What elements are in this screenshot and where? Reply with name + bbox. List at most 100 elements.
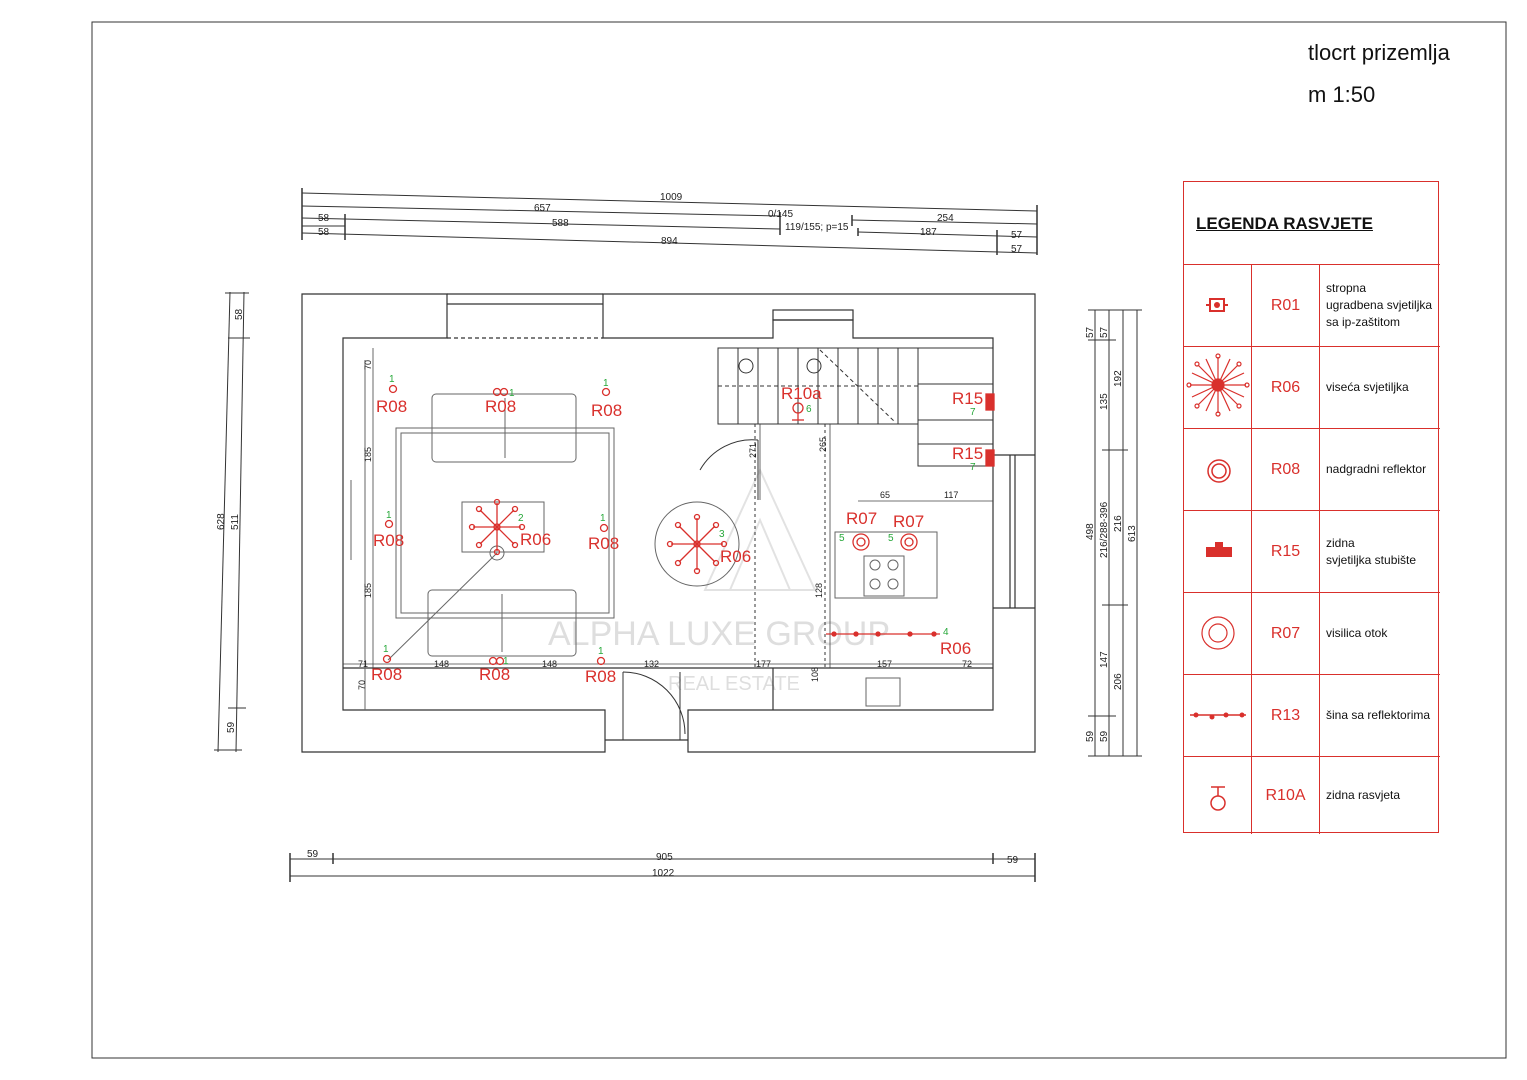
fixture-code: R07 [893, 512, 924, 531]
dim-label: 148 [434, 659, 449, 669]
fixture-code: R07 [846, 509, 877, 528]
surface-spotlight-icon [1184, 429, 1252, 510]
wall-light-icon [1184, 757, 1252, 834]
dim-label: 132 [644, 659, 659, 669]
legend-desc: zidna rasvjeta [1326, 788, 1401, 802]
dim-label: 498 [1085, 523, 1096, 540]
dim-label: 58 [234, 308, 245, 320]
legend-code: R13 [1252, 675, 1320, 756]
fixture-code: R06 [940, 639, 971, 658]
sheet-frame [91, 21, 1507, 1059]
dim-label: 147 [1099, 651, 1110, 668]
dim-label: 271 [748, 443, 758, 458]
fixture-number: 1 [503, 656, 509, 667]
legend-desc: zidna svjetiljka stubište [1326, 535, 1417, 567]
dim-label: 511 [230, 514, 241, 530]
dim-label: 59 [1085, 730, 1096, 742]
island-pendant-icon [852, 533, 870, 551]
dim-label: 628 [216, 513, 227, 530]
dim-label: 265 [818, 437, 828, 452]
dim-label: 57 [1011, 230, 1023, 241]
dim-label: 657 [534, 203, 551, 214]
fixture-number: 1 [600, 513, 606, 524]
legend-desc: šina sa reflektorima [1326, 708, 1431, 722]
pendant-light-icon [666, 513, 728, 575]
legend-desc: visilica otok [1326, 626, 1388, 640]
wall-light-icon [792, 402, 804, 421]
fixture-number: 5 [888, 533, 894, 544]
dim-label: 59 [307, 849, 319, 860]
dim-label: 613 [1127, 525, 1138, 542]
spotlight-icon [495, 656, 505, 666]
staircase [717, 347, 994, 467]
spotlight-icon [499, 387, 509, 397]
dim-label: 58 [318, 227, 330, 238]
spotlight-icon [488, 656, 498, 666]
legend-desc: nadgradni reflektor [1326, 462, 1427, 476]
dim-label: 192 [1113, 370, 1124, 387]
dim-label: 108 [810, 667, 820, 682]
lighting-legend: LEGENDA RASVJETE R01 stropna ugradbena s… [1183, 181, 1440, 834]
pendant-light-icon [468, 498, 526, 556]
fixture-code: R15 [952, 444, 983, 463]
dim-label: 70 [357, 680, 367, 690]
island-pendant-icon [1184, 593, 1252, 674]
dim-label: 119/155; p=15 [785, 222, 849, 233]
drawing-scale: m 1:50 [1308, 82, 1376, 107]
legend-code: R06 [1252, 347, 1320, 428]
fixture-code: R08 [588, 534, 619, 553]
interior-dim-labels: 70 185 185 70 71 148 148 132 177 157 72 … [357, 360, 972, 690]
left-dim-labels: 58 628 511 59 [216, 308, 245, 733]
dim-label: 57 [1099, 326, 1110, 338]
fixture-number: 1 [389, 374, 395, 385]
legend-row: R13 šina sa reflektorima [1184, 674, 1440, 756]
dim-label: 0/145 [768, 209, 793, 220]
spotlight-icon [601, 387, 611, 397]
fixture-code: R15 [952, 389, 983, 408]
dim-label: 57 [1011, 244, 1023, 255]
fixture-number: 1 [598, 646, 604, 657]
dim-label: 59 [1099, 730, 1110, 742]
dim-label: 71 [358, 659, 368, 669]
stair-wall-light-icon [1184, 511, 1252, 592]
fixture-number: 1 [603, 378, 609, 389]
legend-row: R06 viseća svjetiljka [1184, 346, 1440, 428]
fixture-code: R08 [376, 397, 407, 416]
dim-label: 185 [363, 447, 373, 462]
fixture-number: 3 [719, 529, 725, 540]
interior-dim-lines [343, 348, 993, 668]
track-spotlight-icon [826, 631, 940, 637]
legend-code: R01 [1252, 265, 1320, 346]
fixture-number: 7 [970, 462, 976, 473]
furniture [350, 360, 938, 710]
drawing-title: tlocrt prizemlja [1308, 40, 1450, 65]
dim-label: 1009 [660, 192, 683, 203]
legend-row: R07 visilica otok [1184, 592, 1440, 674]
light-symbols [382, 384, 995, 666]
top-dimensions [290, 192, 1038, 877]
fixture-number: 1 [509, 388, 515, 399]
spotlight-icon [382, 654, 392, 664]
fixture-number: 1 [386, 510, 392, 521]
dim-label: 117 [944, 490, 958, 500]
fixture-number: 2 [518, 513, 524, 524]
dim-label: 59 [226, 721, 237, 733]
dim-label: 216/288-396 [1099, 501, 1110, 558]
fixture-code: R06 [720, 547, 751, 566]
fixture-number: 1 [383, 644, 389, 655]
fixture-code: R08 [371, 665, 402, 684]
dim-label: 157 [877, 659, 892, 669]
watermark-sub: REAL ESTATE [668, 673, 800, 695]
spotlight-icon [384, 519, 394, 529]
track-spotlight-icon [1184, 675, 1252, 756]
dim-label: 905 [656, 852, 673, 863]
legend-desc: stropna ugradbena svjetiljka sa ip-zašti… [1326, 281, 1433, 329]
legend-row: R10A zidna rasvjeta [1184, 756, 1440, 834]
legend-code: R07 [1252, 593, 1320, 674]
dim-label: 177 [756, 659, 771, 669]
top-dim-ticks [289, 188, 1038, 882]
right-dim-labels: 57 57 135 192 498 216/288-396 216 613 14… [1085, 326, 1138, 742]
walls [301, 293, 1036, 753]
pendant-light-icon [1184, 347, 1252, 428]
